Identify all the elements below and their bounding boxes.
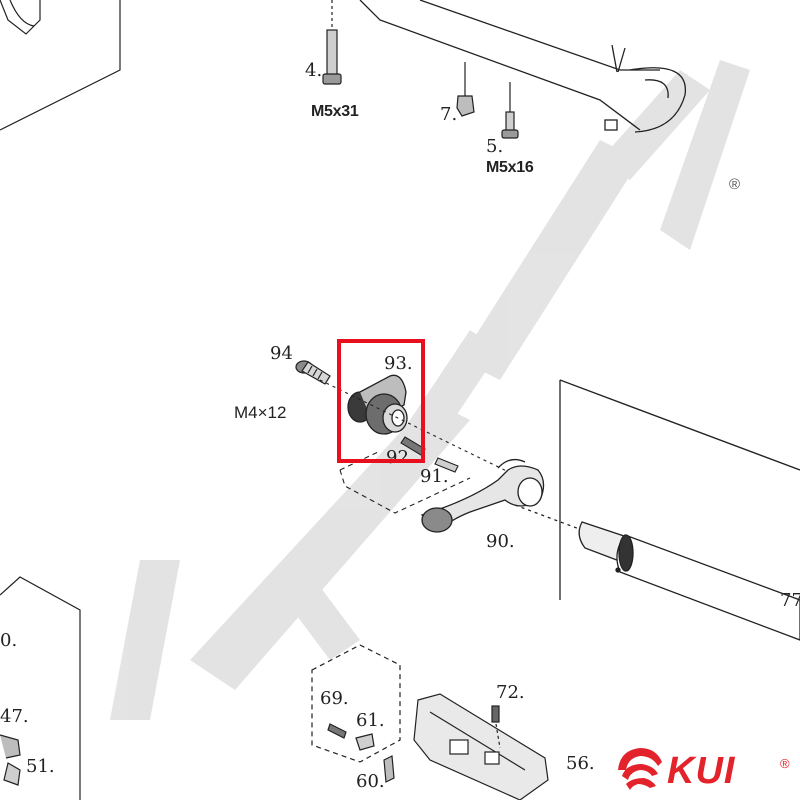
brand-name: KUI: [667, 750, 736, 792]
part-label-left-0: 0.: [0, 630, 18, 651]
left-bottom-housing: [0, 576, 81, 800]
part-label-47: 47.: [0, 706, 29, 727]
spec-label-m5x16: M5x16: [486, 159, 534, 176]
part-label-90: 90.: [486, 531, 515, 552]
bottom-assembly: [311, 644, 549, 800]
screw-5: [501, 82, 519, 139]
brand-registered-mark: ®: [780, 756, 790, 771]
screw-94: [295, 360, 331, 385]
watermark-kui: [110, 60, 750, 720]
part-label-51: 51.: [26, 756, 55, 777]
screw-7: [456, 62, 475, 117]
part-label-7: 7.: [440, 104, 458, 125]
part-label-94: 94: [270, 343, 293, 364]
screw-4: [322, 0, 342, 85]
highlight-box-part-93: [337, 339, 425, 463]
lever-90: [420, 458, 545, 533]
registered-mark: ®: [729, 176, 741, 193]
top-arm-assembly: [359, 0, 686, 133]
part-label-4: 4.: [305, 60, 323, 81]
part-label-69: 69.: [320, 688, 349, 709]
part-label-72: 72.: [496, 682, 525, 703]
brand-logo: KUI ®: [612, 740, 800, 800]
part-label-5: 5.: [486, 136, 504, 157]
part-label-93: 93.: [384, 353, 413, 374]
spec-label-m4x12: M4×12: [234, 403, 287, 422]
part-label-60: 60.: [356, 771, 385, 792]
top-left-housing: [0, 0, 121, 131]
lion-head-icon: [618, 748, 662, 790]
part-label-61: 61.: [356, 710, 385, 731]
part-label-91: 91.: [420, 466, 449, 487]
shaft-77: [514, 379, 800, 641]
part-label-77: 77: [780, 590, 800, 611]
part-label-56: 56.: [566, 753, 595, 774]
part-93-sleeve: [347, 374, 408, 435]
spec-label-m5x31: M5x31: [311, 103, 359, 120]
